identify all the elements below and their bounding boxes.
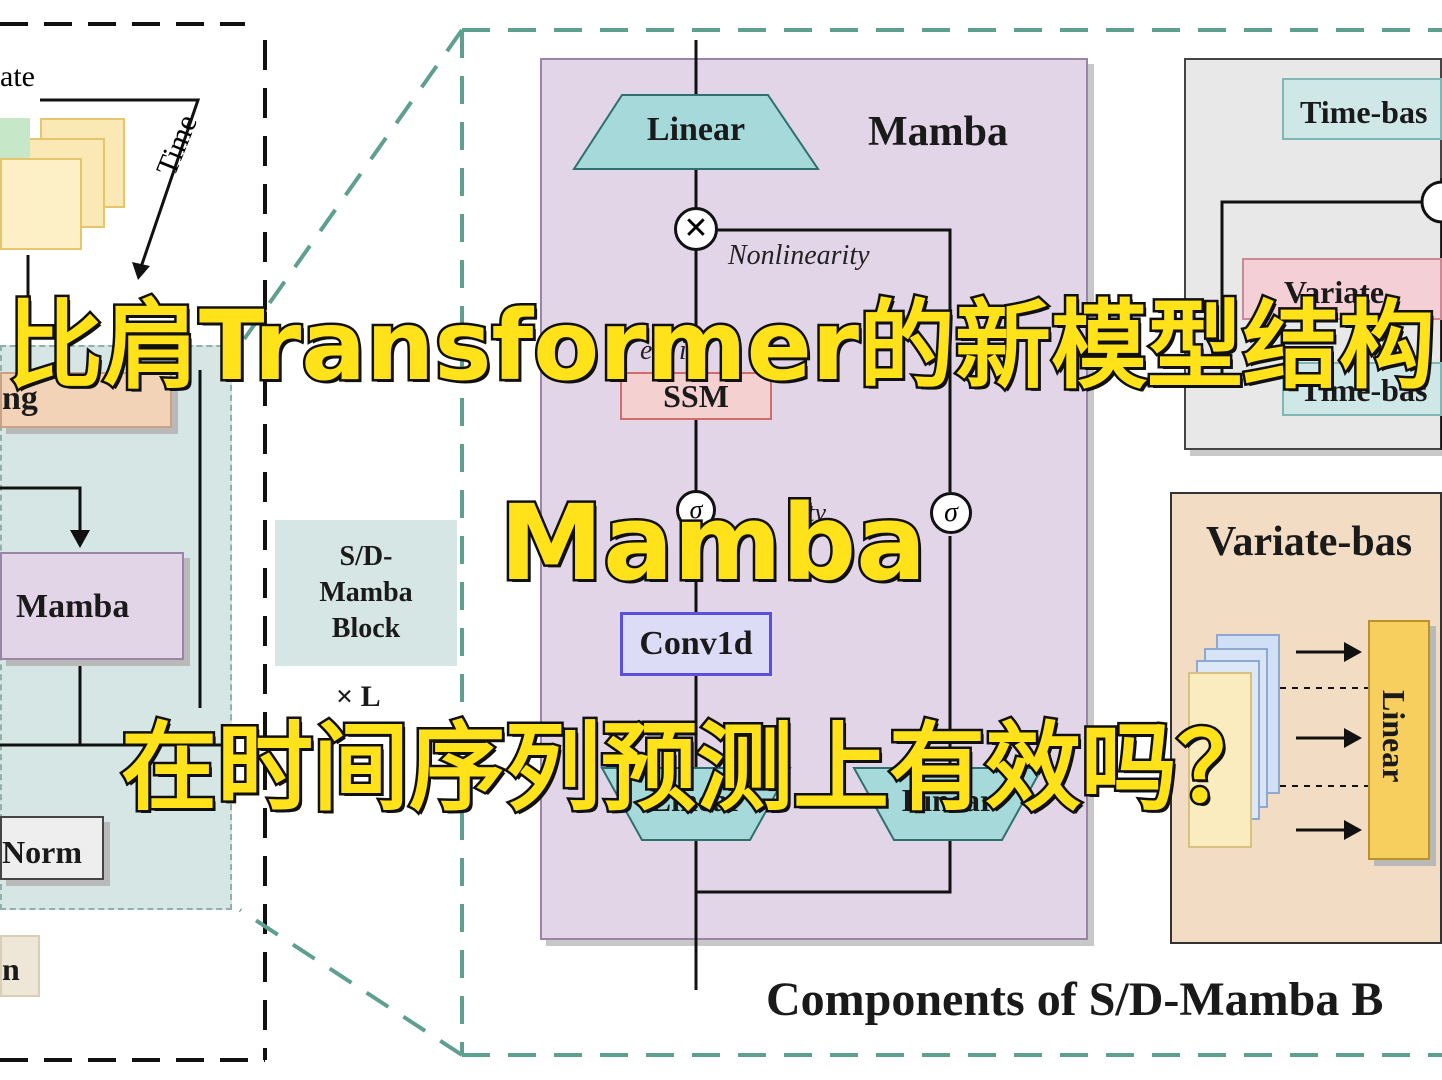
conv1d-box: Conv1d — [620, 612, 772, 676]
time-based-bottom-box: Time-bas — [1282, 362, 1442, 416]
multiply-node: ✕ — [674, 207, 718, 251]
nonlinearity-label: Nonlinearity — [728, 240, 870, 271]
time-based-connectors — [1220, 178, 1442, 450]
mamba-module-box: Mamba — [0, 552, 184, 660]
overlay-title-line-2: Mamba — [497, 480, 929, 607]
block-label-line-3: Block — [331, 613, 401, 644]
repeat-label: × L — [336, 680, 381, 713]
norm-label: Norm — [2, 834, 82, 870]
norm-box: Norm — [0, 816, 104, 880]
embedding-box: ng — [0, 372, 172, 428]
time-based-top-label: Time-bas — [1300, 94, 1428, 130]
mamba-module-label: Mamba — [16, 588, 130, 625]
sigma-right-label: σ — [944, 497, 958, 528]
input-sheet-front — [0, 158, 82, 250]
left-panel-lines — [0, 22, 267, 1062]
embedding-label: ng — [2, 380, 38, 417]
time-based-bottom-label: Time-bas — [1300, 372, 1428, 408]
sigma-node-left: σ — [676, 490, 716, 530]
ssm-box: SSM — [620, 372, 772, 420]
overlay-title-line-3: 在时间序列预测上有效吗？ — [119, 710, 1276, 827]
conv1d-label: Conv1d — [639, 625, 753, 662]
encoder-connectors — [0, 370, 232, 747]
sigma-left-label: σ — [689, 495, 703, 524]
variate-based-title: Variate-bas — [1206, 519, 1413, 565]
bottom-box-label: n — [2, 951, 20, 987]
mamba-title: Mamba — [868, 109, 1008, 155]
linear-bottom-left-trapezoid — [600, 767, 792, 841]
variate-sheet-4 — [1188, 672, 1252, 848]
bottom-box: n — [0, 935, 40, 997]
input-sheet-green — [0, 118, 30, 158]
diagram-caption: Components of S/D-Mamba B — [766, 973, 1384, 1026]
ssm-label: SSM — [663, 377, 729, 414]
variate-arrows — [1280, 642, 1380, 840]
overlay-title-line-1: 比肩Transformer的新模型结构 — [4, 288, 1437, 405]
block-label-line-1: S/D- — [339, 541, 393, 572]
sigma-node-right: σ — [930, 492, 972, 534]
variate-partial-label: Variate — [1284, 274, 1385, 310]
variate-partial-box: Variate — [1242, 258, 1442, 320]
linear-bottom-left-label: Linear — [649, 781, 743, 818]
sd-mamba-block-legend: S/D- Mamba Block — [275, 520, 457, 666]
left-overview-panel: ate Time ng Mamba Norm n — [0, 0, 270, 1080]
linear-top-label: Linear — [646, 111, 746, 148]
time-based-top-box: Time-bas — [1282, 78, 1442, 140]
variate-label: ate — [0, 60, 35, 93]
linear-top-trapezoid — [572, 94, 820, 170]
nonlinearity-partial-label: ity — [800, 498, 826, 527]
linear-bottom-right-trapezoid — [852, 767, 1044, 841]
linear-bottom-right-label: Linear — [901, 781, 995, 818]
selective-partial-label: e c i — [640, 335, 687, 366]
block-label-line-2: Mamba — [319, 577, 413, 608]
linear-vertical-box — [1368, 620, 1430, 860]
